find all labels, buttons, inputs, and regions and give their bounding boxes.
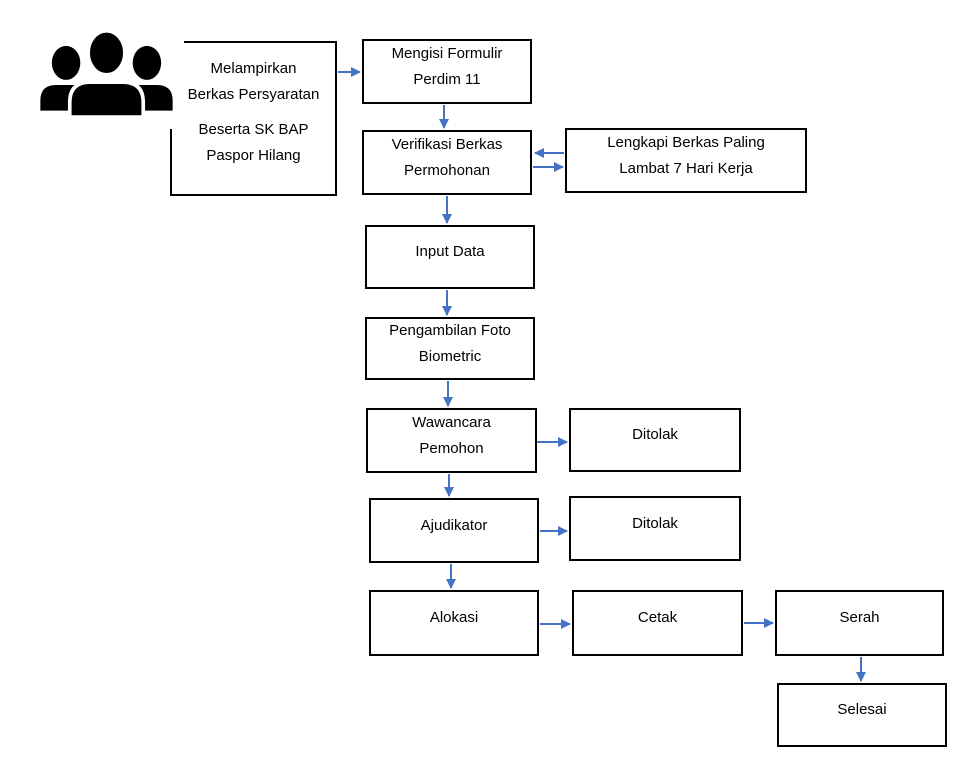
node-interview: Wawancara Pemohon	[366, 408, 537, 473]
node-verify-docs-text: Verifikasi Berkas Permohonan	[391, 135, 503, 179]
node-complete-docs: Lengkapi Berkas Paling Lambat 7 Hari Ker…	[565, 128, 807, 193]
node-complete-docs-text: Lengkapi Berkas Paling Lambat 7 Hari Ker…	[607, 133, 765, 177]
node-handover: Serah	[775, 590, 944, 656]
node-applicant-docs: Melampirkan Berkas Persyaratan Beserta S…	[170, 41, 337, 196]
node-applicant-docs-text-1: Melampirkan Berkas Persyaratan	[187, 60, 320, 103]
node-interview-text: Wawancara Pemohon	[412, 413, 491, 457]
node-biometric-photo-text: Pengambilan Foto Biometric	[389, 321, 511, 365]
node-fill-form: Mengisi Formulir Perdim 11	[362, 39, 532, 104]
people-group-icon	[20, 20, 184, 129]
people-group-icon-graphic	[36, 28, 177, 119]
node-verify-docs: Verifikasi Berkas Permohonan	[362, 130, 532, 195]
node-handover-text: Serah	[839, 609, 880, 626]
node-rejected-adjudicator: Ditolak	[569, 496, 741, 561]
node-print-text: Cetak	[637, 609, 678, 626]
node-allocation-text: Alokasi	[429, 609, 479, 626]
node-biometric-photo: Pengambilan Foto Biometric	[365, 317, 535, 380]
node-finished: Selesai	[777, 683, 947, 747]
node-input-data: Input Data	[365, 225, 535, 289]
node-finished-text: Selesai	[837, 701, 887, 718]
node-allocation: Alokasi	[369, 590, 539, 656]
node-rejected-interview: Ditolak	[569, 408, 741, 472]
node-rejected-adjudicator-text: Ditolak	[632, 514, 678, 532]
node-input-data-text: Input Data	[415, 243, 485, 260]
node-applicant-docs-text-2: Beserta SK BAP Paspor Hilang	[198, 121, 309, 164]
node-fill-form-text: Mengisi Formulir Perdim 11	[391, 44, 503, 88]
node-print: Cetak	[572, 590, 743, 656]
node-adjudicator: Ajudikator	[369, 498, 539, 563]
node-rejected-interview-text: Ditolak	[632, 426, 678, 443]
node-adjudicator-text: Ajudikator	[420, 516, 488, 534]
